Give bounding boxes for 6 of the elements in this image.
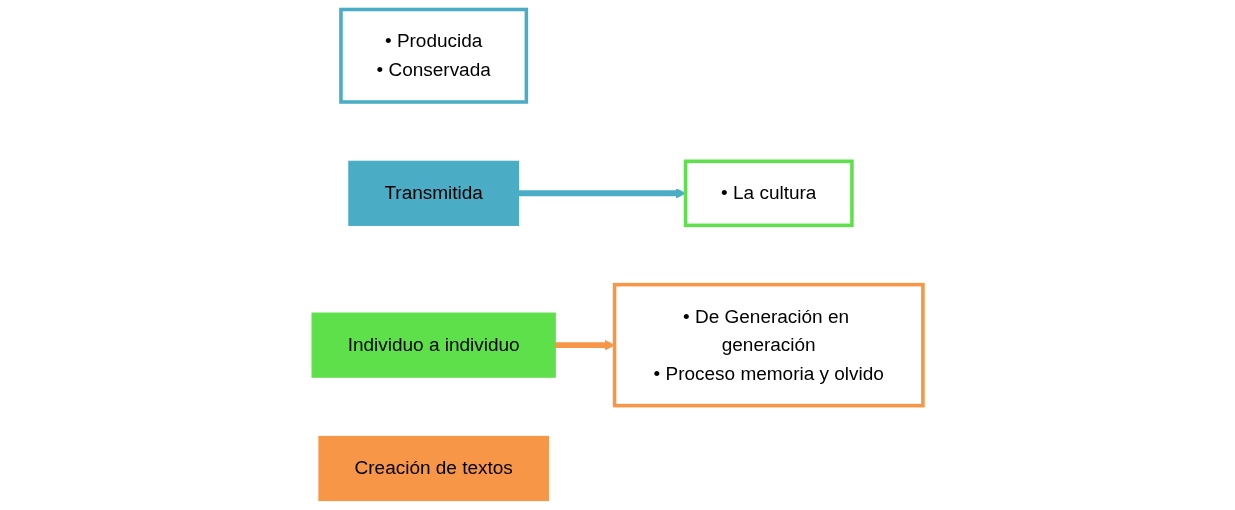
node-box: • Producida • Conservada [339,7,529,104]
node-box: Creación de textos [318,435,549,502]
node-box: • De Generación en generación • Proceso memoria y olvido [612,282,925,408]
node-box: Individuo a individuo [311,312,556,378]
node-box: • La cultura [683,159,854,228]
node-box: Transmitida [348,160,520,226]
